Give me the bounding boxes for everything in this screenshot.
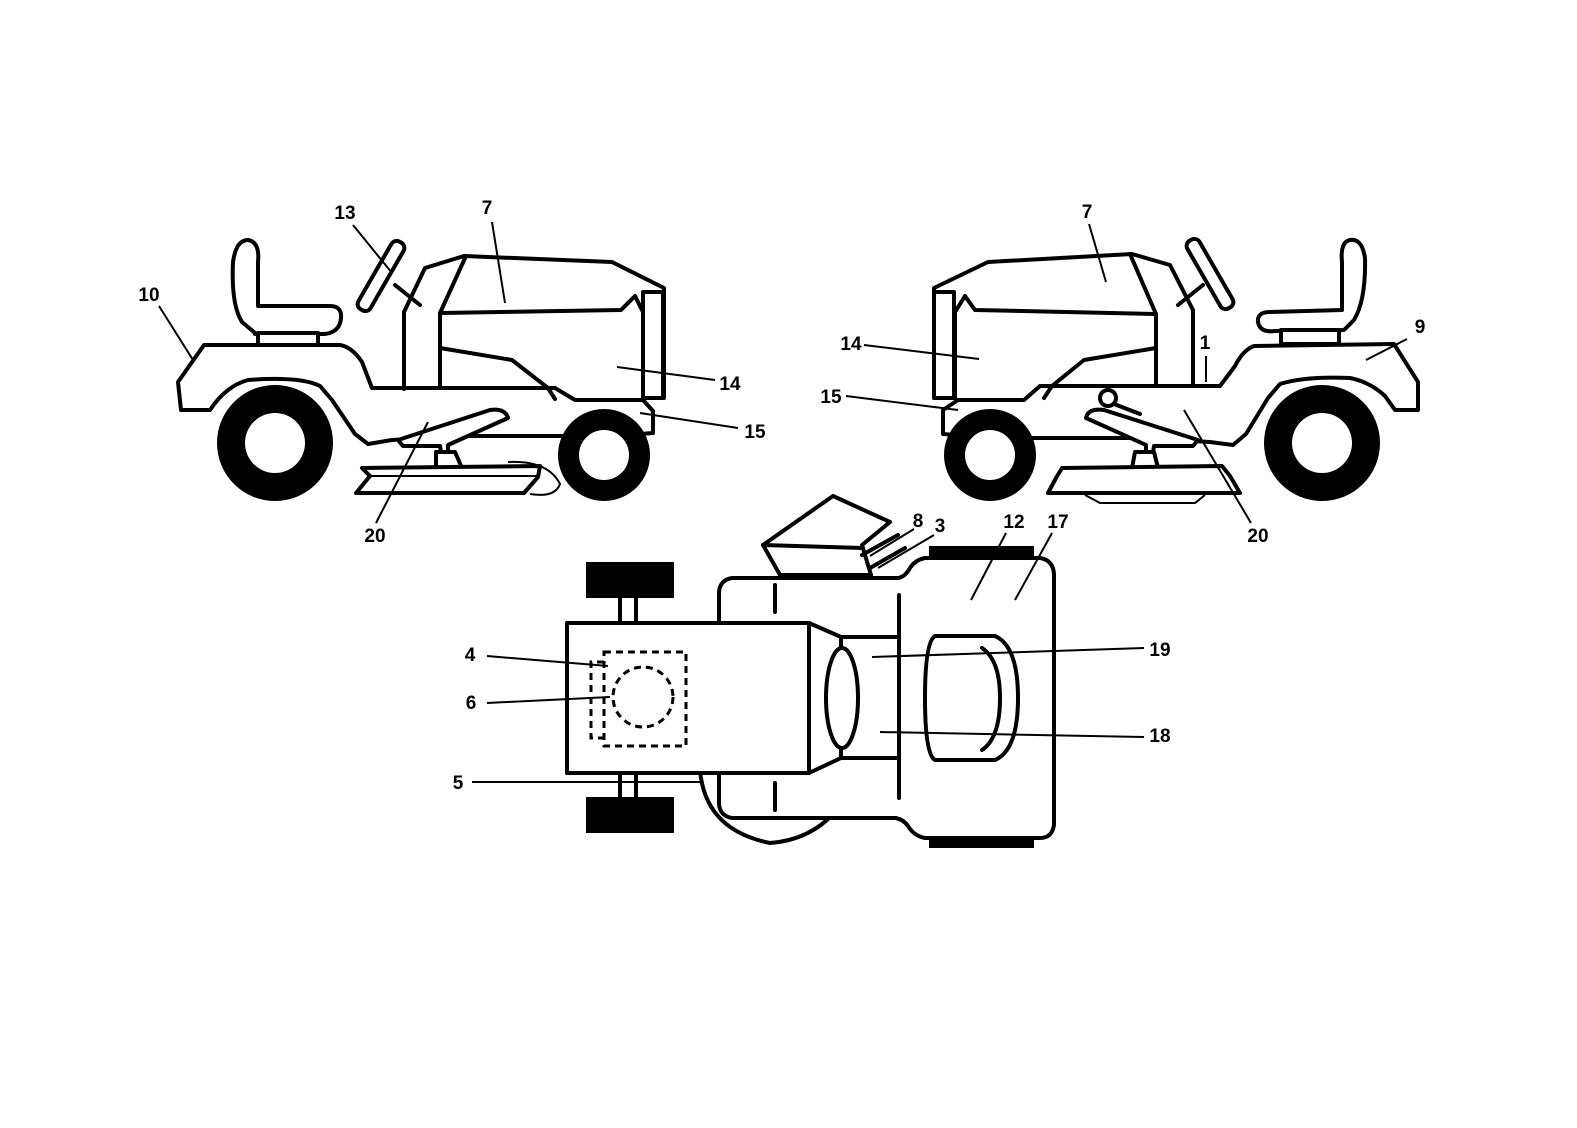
front-wheel-left	[558, 409, 650, 501]
callout-1-right: 1	[1200, 333, 1211, 354]
front-wheel-right	[944, 409, 1036, 501]
callout-15-right: 15	[820, 387, 842, 408]
callout-3-top: 3	[935, 516, 946, 537]
steering-wheel-left	[355, 238, 422, 314]
callout-14-left: 14	[719, 374, 741, 395]
rear-wheel-right	[1264, 385, 1380, 501]
leader-lines	[158, 221, 1408, 783]
front-wheel-top-lower	[586, 797, 674, 833]
tractor-right-side-view	[932, 236, 1420, 504]
callout-6-top: 6	[466, 693, 477, 714]
steering-top	[824, 646, 860, 750]
seat-right	[1255, 237, 1368, 346]
callout-20-left: 20	[364, 526, 385, 547]
mower-deck-right	[1046, 450, 1242, 504]
discharge-chute-top	[761, 494, 892, 577]
callout-8-top: 8	[913, 511, 924, 532]
rear-wheel-left	[217, 385, 333, 501]
rear-fender-left	[176, 343, 655, 446]
callout-13-left: 13	[334, 203, 355, 224]
rear-fender-right	[941, 342, 1420, 447]
callout-20-right: 20	[1247, 526, 1268, 547]
callout-15-left: 15	[744, 422, 766, 443]
tractor-top-view	[565, 494, 1056, 848]
lift-lever-right	[1098, 388, 1142, 416]
grille-right	[932, 290, 956, 400]
mower-deck-left	[354, 450, 562, 496]
engine-outline-top	[602, 650, 688, 748]
grille-left	[641, 290, 665, 400]
callout-12-top: 12	[1003, 512, 1024, 533]
callout-5-top: 5	[453, 773, 464, 794]
callout-19-top: 19	[1149, 640, 1170, 661]
callout-7-right: 7	[1082, 202, 1093, 223]
callout-10-left: 10	[138, 285, 159, 306]
callout-9-right: 9	[1415, 317, 1426, 338]
seat-top	[923, 634, 1020, 762]
front-wheel-top-upper	[586, 562, 674, 598]
callout-18-top: 18	[1149, 726, 1170, 747]
callout-7-left: 7	[482, 198, 493, 219]
callout-14-right: 14	[840, 334, 862, 355]
steering-wheel-right	[1176, 236, 1236, 312]
seat-left	[230, 238, 344, 348]
deck-outline-top	[698, 768, 837, 845]
callout-4-top: 4	[465, 645, 476, 666]
callout-labels: 13 7 10 14 15 20 7 14 1 9 15 20 8 3 12 1…	[138, 198, 1425, 794]
tractor-left-side-view	[176, 238, 666, 501]
callout-17-top: 17	[1047, 512, 1068, 533]
